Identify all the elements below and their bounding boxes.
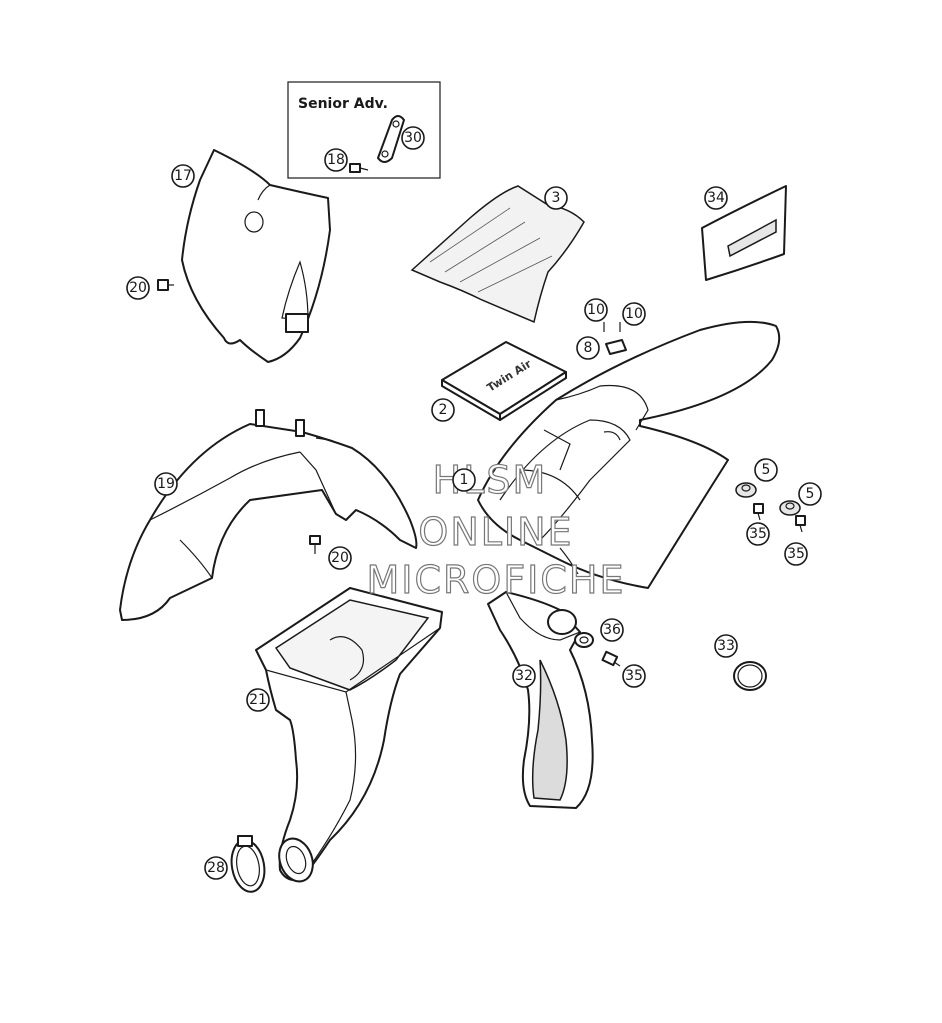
decal-sheet-part-3 (410, 185, 585, 324)
callout-19: 19 (154, 472, 178, 496)
svg-text:35: 35 (749, 526, 767, 542)
callout-5-b: 5 (798, 482, 822, 506)
svg-text:33: 33 (717, 638, 735, 654)
svg-text:30: 30 (404, 130, 422, 146)
svg-text:19: 19 (157, 476, 175, 492)
inset-title: Senior Adv. (298, 96, 388, 112)
callout-35-b: 35 (784, 542, 808, 566)
callout-8: 8 (576, 336, 600, 360)
small-screws-part-10 (603, 322, 621, 332)
callout-35-c: 35 (622, 664, 646, 688)
svg-text:21: 21 (249, 692, 267, 708)
callout-10-b: 10 (622, 302, 646, 326)
callout-32: 32 (512, 664, 536, 688)
svg-text:17: 17 (174, 168, 192, 184)
svg-text:3: 3 (552, 190, 561, 206)
svg-text:8: 8 (584, 340, 593, 356)
intake-snorkel-part-32 (487, 591, 594, 809)
callout-3: 3 (544, 186, 568, 210)
svg-text:5: 5 (762, 462, 771, 478)
twin-air-filter-part-2: Twin Air (441, 341, 567, 421)
ktm-decal-part-34 (701, 185, 787, 281)
svg-text:20: 20 (331, 550, 349, 566)
bolt-part-35-b (795, 515, 806, 533)
svg-text:5: 5 (806, 486, 815, 502)
bolt-part-35-lower (601, 650, 621, 667)
svg-text:2: 2 (439, 402, 448, 418)
clip-part-8 (605, 339, 627, 355)
watermark-line-3: MICROFICHE (366, 558, 625, 602)
callout-21: 21 (246, 688, 270, 712)
callout-2: 2 (431, 398, 455, 422)
bolt-part-35-a (753, 503, 764, 521)
svg-text:35: 35 (625, 668, 643, 684)
callout-5-a: 5 (754, 458, 778, 482)
callout-35-a: 35 (746, 522, 770, 546)
callout-10-a: 10 (584, 298, 608, 322)
grommet-part-5-a (735, 482, 757, 498)
callout-20-left: 20 (126, 276, 150, 300)
grommet-part-5-b (779, 500, 801, 516)
callout-28: 28 (204, 856, 228, 880)
clamp-ring-part-33 (733, 661, 767, 691)
callout-1: 1 (452, 468, 476, 492)
svg-text:10: 10 (625, 306, 643, 322)
callout-18: 18 (324, 148, 348, 172)
svg-text:18: 18 (327, 152, 345, 168)
watermark-line-1: HLSM (433, 458, 548, 502)
screw-part-20-left (157, 279, 174, 291)
callout-36: 36 (600, 618, 624, 642)
svg-text:10: 10 (587, 302, 605, 318)
air-boot-part-21 (255, 587, 443, 883)
bolt-part-18 (349, 163, 369, 173)
callout-17: 17 (171, 164, 195, 188)
svg-text:20: 20 (129, 280, 147, 296)
rear-fender-part-1 (477, 320, 781, 589)
svg-text:1: 1 (460, 472, 469, 488)
svg-text:28: 28 (207, 860, 225, 876)
callout-30: 30 (401, 126, 425, 150)
watermark-line-2: ONLINE (418, 510, 573, 554)
callout-34: 34 (704, 186, 728, 210)
screw-part-20-center (309, 535, 321, 554)
watermark: HLSM ONLINE MICROFICHE (366, 457, 625, 602)
svg-text:34: 34 (707, 190, 725, 206)
callout-20-center: 20 (328, 546, 352, 570)
svg-text:36: 36 (603, 622, 621, 638)
svg-text:32: 32 (515, 668, 533, 684)
svg-text:35: 35 (787, 546, 805, 562)
hose-clamp-part-28 (230, 835, 266, 893)
washer-part-36 (574, 632, 594, 648)
callout-33: 33 (714, 634, 738, 658)
number-plate-part-17 (181, 149, 331, 363)
